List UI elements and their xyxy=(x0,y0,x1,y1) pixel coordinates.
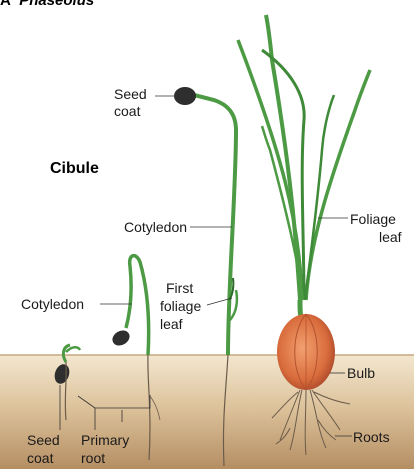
label-cotyledon-left: Cotyledon xyxy=(21,296,84,312)
label-first-foliage-line2: foliage xyxy=(160,298,201,314)
figure-genus: Phaseolus xyxy=(19,0,94,9)
figure-letter: A xyxy=(0,0,11,9)
label-foliage-leaf-line2: leaf xyxy=(379,229,402,245)
label-primary-root-line1: Primary xyxy=(81,432,129,448)
label-first-foliage-line3: leaf xyxy=(160,316,183,332)
label-foliage-leaf-line1: Foliage xyxy=(350,211,396,227)
label-seed-coat-bottom-line2: coat xyxy=(27,450,53,466)
figure-title: A Phaseolus xyxy=(0,0,94,9)
label-primary-root-line2: root xyxy=(81,450,105,466)
label-seed-coat-top-line1: Seed xyxy=(114,86,147,102)
seed-coat-shape-2 xyxy=(110,327,133,348)
label-first-foliage-line1: First xyxy=(166,280,193,296)
label-bulb: Bulb xyxy=(347,365,375,381)
label-seed-coat-top-line2: coat xyxy=(114,103,140,119)
label-roots: Roots xyxy=(353,429,390,445)
section-heading: Cibule xyxy=(50,160,99,178)
label-seed-coat-bottom-line1: Seed xyxy=(27,432,60,448)
label-cotyledon-middle: Cotyledon xyxy=(124,219,187,235)
